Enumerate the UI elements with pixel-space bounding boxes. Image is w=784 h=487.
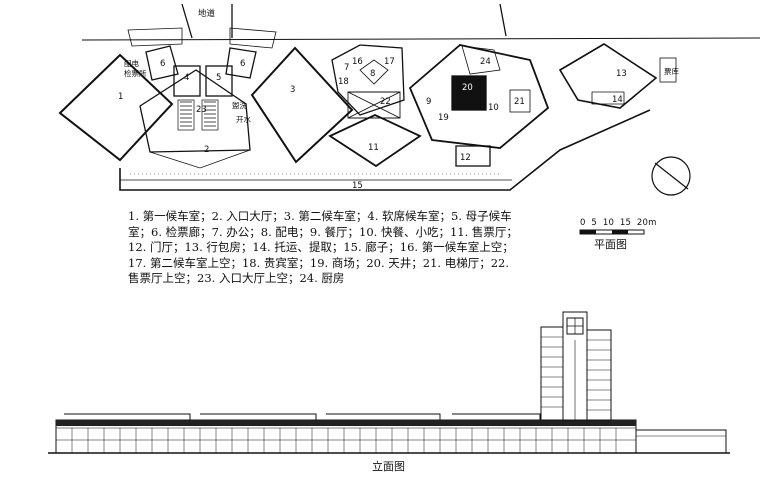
consign-pickup <box>591 91 625 105</box>
entrance-hall <box>139 69 251 153</box>
kitchen <box>461 45 501 75</box>
scale-bar <box>579 229 645 235</box>
elevator-hall <box>509 89 531 113</box>
waiting-room-1 <box>58 53 174 162</box>
road-label: 地道 <box>198 8 216 19</box>
site-boundary-line <box>81 37 761 41</box>
room-number-3: 3 <box>290 85 295 95</box>
central-stairs <box>177 99 219 131</box>
facade-grid <box>71 428 617 453</box>
elevation-drawing <box>48 311 730 454</box>
mother-child-room <box>205 65 233 97</box>
restaurant-block <box>408 44 550 149</box>
room-number-22: 22 <box>380 97 391 107</box>
ticket-hall <box>328 114 422 168</box>
room-number-18: 18 <box>338 77 349 87</box>
room-number-5: 5 <box>216 73 221 83</box>
ticket-check-corridor-left <box>145 45 179 81</box>
room-number-14: 14 <box>612 95 623 105</box>
room-number-8: 8 <box>370 69 375 79</box>
distribution-room <box>359 59 389 85</box>
north-arrow-icon <box>651 156 691 196</box>
elevation-caption: 立面图 <box>372 460 405 473</box>
label-ticket-storage: 票库 <box>664 66 679 76</box>
right-annex <box>635 429 727 454</box>
room-number-20: 20 <box>462 83 473 93</box>
plan-labels: 地道 1 2 3 4 5 6 6 7 8 9 10 11 12 13 14 15… <box>118 8 679 191</box>
atrium-cross <box>347 91 401 119</box>
soft-seat-room <box>173 65 201 97</box>
ticket-storage <box>659 57 677 83</box>
room-number-23: 23 <box>196 105 207 115</box>
room-number-21: 21 <box>514 97 525 107</box>
scale-tick-5: 5 <box>591 218 598 228</box>
scale-tick-0: 0 <box>580 218 586 228</box>
room-number-10: 10 <box>488 103 499 113</box>
room-number-16: 16 <box>352 57 363 67</box>
corridor <box>119 109 651 191</box>
legend-text: 1. 第一候车室；2. 入口大厅；3. 第二候车室；4. 软席候车室；5. 母子… <box>128 209 518 286</box>
plan-caption: 平面图 <box>594 238 627 251</box>
room-number-13: 13 <box>616 69 627 79</box>
label-washroom: 盥洗 <box>232 100 247 110</box>
floor-plan <box>58 3 761 191</box>
courtyard <box>451 75 487 111</box>
ticket-check-corridor-right <box>225 47 257 79</box>
room-number-15: 15 <box>352 181 363 191</box>
room-number-19: 19 <box>438 113 449 123</box>
road-edge-far <box>499 3 507 37</box>
office-block <box>331 44 405 116</box>
label-checkroom: 检票所 <box>124 68 147 78</box>
room-number-9: 9 <box>426 97 431 107</box>
room-number-11: 11 <box>368 143 379 153</box>
room-number-2: 2 <box>204 145 209 155</box>
room-number-1: 1 <box>118 92 123 102</box>
room-number-24: 24 <box>480 57 491 67</box>
room-number-12: 12 <box>460 153 471 163</box>
label-drinking-water: 开水 <box>236 114 251 124</box>
label-distribution: 配电 <box>124 58 139 68</box>
waiting-room-3 <box>250 46 354 164</box>
scale-tick-20: 20m <box>636 218 657 228</box>
scale-bar-labels: 0 5 10 15 20m <box>580 218 657 228</box>
room-number-17: 17 <box>384 57 395 67</box>
tower-floors <box>541 336 611 420</box>
luggage-room <box>558 43 658 109</box>
room-number-7: 7 <box>344 63 349 73</box>
scale-tick-10: 10 <box>602 218 615 228</box>
room-number-6-left: 6 <box>160 59 165 69</box>
scale-tick-15: 15 <box>619 218 632 228</box>
foyer <box>455 145 491 167</box>
room-number-6-right: 6 <box>240 59 245 69</box>
tower-left-wing <box>540 326 564 421</box>
room-number-4: 4 <box>184 73 189 83</box>
tower-right-wing <box>586 329 612 421</box>
road-edge-left <box>181 3 193 39</box>
